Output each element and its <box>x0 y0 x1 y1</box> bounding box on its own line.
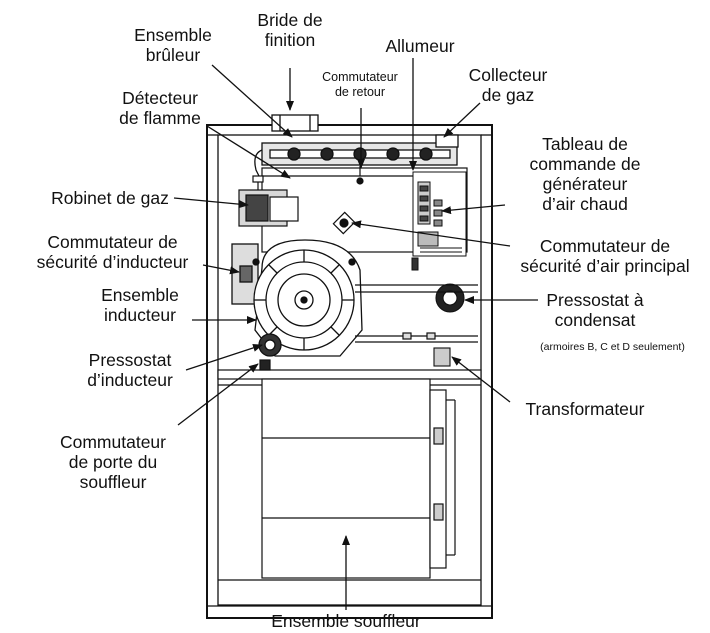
label-allumeur: Allumeur <box>385 36 455 56</box>
flue-channel <box>355 284 478 343</box>
label-robinet-gaz: Robinet de gaz <box>51 188 169 208</box>
gas-manifold <box>254 134 459 183</box>
label-collecteur-gaz: Collecteur de gaz <box>468 65 548 105</box>
label-commutateur-porte: Commutateur de porte du souffleur <box>59 432 166 492</box>
cabinet <box>206 124 493 619</box>
label-tableau-commande: Tableau de commande de générateur d’air … <box>529 134 641 214</box>
label-ensemble-inducteur: Ensemble inducteur <box>101 285 179 325</box>
label-pressostat-condensat: Pressostat à condensat <box>546 290 644 330</box>
label-commutateur-retour: Commutateur de retour <box>322 70 398 99</box>
label-ensemble-souffleur: Ensemble souffleur <box>271 611 421 631</box>
inducer-assembly <box>231 239 363 357</box>
label-ensemble-bruleur: Ensemble brûleur <box>134 25 212 65</box>
label-detecteur-flamme: Détecteur de flamme <box>119 88 201 128</box>
label-commutateur-securite-inducteur: Commutateur de sécurité d’inducteur <box>36 232 189 272</box>
limit-switch <box>332 211 356 235</box>
label-transformateur: Transformateur <box>525 399 645 419</box>
label-bride-finition: Bride de finition <box>257 10 323 50</box>
finishing-flange <box>271 114 319 132</box>
label-commutateur-securite-air: Commutateur de sécurité d’air principal <box>520 236 690 276</box>
blower-assembly <box>261 378 456 579</box>
label-pressostat-inducteur: Pressostat d’inducteur <box>87 350 173 390</box>
pressure-switches <box>433 283 465 367</box>
leader-arrows <box>173 58 538 610</box>
gas-valve <box>238 175 299 227</box>
label-pressostat-condensat-note: (armoires B, C et D seulement) <box>540 341 685 353</box>
control-board <box>411 171 467 271</box>
